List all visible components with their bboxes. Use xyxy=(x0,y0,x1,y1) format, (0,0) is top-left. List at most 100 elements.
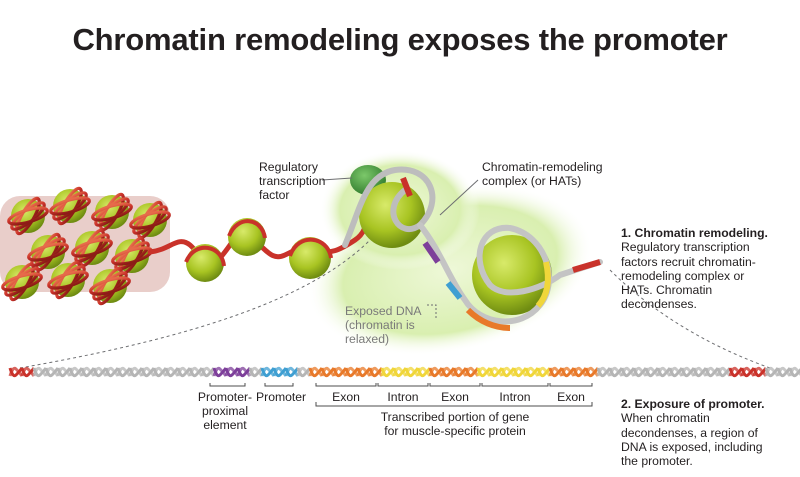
helix-turn xyxy=(680,366,696,377)
helix-turn xyxy=(620,366,636,377)
helix-turn xyxy=(296,366,312,377)
helix-turn xyxy=(548,366,564,377)
helix-turn xyxy=(692,366,708,377)
helix-turn xyxy=(524,366,540,377)
helix-turn xyxy=(452,366,468,377)
helix-turn xyxy=(140,366,156,377)
beads-on-string xyxy=(147,197,375,282)
step-1-heading: 1. Chromatin remodeling. xyxy=(621,226,768,240)
helix-turn xyxy=(596,366,612,377)
helix-turn xyxy=(704,366,720,377)
remodeled-nucleosomes xyxy=(342,166,603,331)
helix-turn xyxy=(104,366,120,377)
label-exon-2: Exon xyxy=(441,390,469,404)
helix-turn xyxy=(392,366,408,377)
helix-turn xyxy=(464,366,480,377)
condensed-nucleosome xyxy=(89,266,131,306)
helix-turn xyxy=(536,366,552,377)
helix-turn xyxy=(416,366,432,377)
helix-turn xyxy=(176,366,192,377)
helix-turn xyxy=(644,366,660,377)
helix-turn xyxy=(56,366,72,377)
label-intron-2: Intron xyxy=(499,390,531,404)
helix-turn xyxy=(68,366,84,377)
condensed-nucleosome xyxy=(129,200,171,240)
nucleosome xyxy=(228,218,266,256)
helix-turn xyxy=(776,366,792,377)
helix-turn xyxy=(116,366,132,377)
helix-turn xyxy=(164,366,180,377)
segment-brackets xyxy=(209,383,593,407)
helix-turn xyxy=(224,366,240,377)
nucleosome xyxy=(472,235,552,315)
helix-turn xyxy=(308,366,324,377)
helix-turn xyxy=(332,366,348,377)
condensed-nucleosome xyxy=(1,262,43,302)
helix-turn xyxy=(44,366,60,377)
helix-turn xyxy=(656,366,672,377)
helix-turn xyxy=(572,366,588,377)
nucleosome xyxy=(289,237,331,279)
helix-turn xyxy=(584,366,600,377)
leader-lines xyxy=(19,177,771,369)
helix-turn xyxy=(32,366,48,377)
label-promoter: Promoter xyxy=(256,390,307,404)
label-exon-1: Exon xyxy=(332,390,360,404)
helix-turn xyxy=(212,366,228,377)
helix-turn xyxy=(8,366,24,377)
condensed-nucleosome xyxy=(7,196,49,236)
helix-turn xyxy=(500,366,516,377)
helix-turn xyxy=(272,366,288,377)
helix-turn xyxy=(788,366,800,377)
exposed-dna-strand xyxy=(8,366,800,378)
helix-turn xyxy=(200,366,216,377)
helix-turn xyxy=(488,366,504,377)
step-2-heading: 2. Exposure of promoter. xyxy=(621,397,765,411)
helix-turn xyxy=(512,366,528,377)
helix-turn xyxy=(752,366,768,377)
helix-turn xyxy=(188,366,204,377)
helix-turn xyxy=(20,366,36,377)
helix-turn xyxy=(320,366,336,377)
step-2-exposure-of-promoter: 2. Exposure of promoter. When chromatin … xyxy=(621,397,791,468)
helix-turn xyxy=(740,366,756,377)
helix-turn xyxy=(764,366,780,377)
helix-turn xyxy=(440,366,456,377)
helix-turn xyxy=(128,366,144,377)
helix-turn xyxy=(368,366,384,377)
helix-turn xyxy=(236,366,252,377)
helix-turn xyxy=(248,366,264,377)
label-promoter-proximal-element: Promoter- proximal element xyxy=(197,390,253,432)
helix-turn xyxy=(284,366,300,377)
helix-turn xyxy=(152,366,168,377)
label-regulatory-transcription-factor: Regulatory transcription factor xyxy=(259,160,326,202)
label-exon-3: Exon xyxy=(557,390,585,404)
helix-turn xyxy=(716,366,732,377)
label-intron-1: Intron xyxy=(387,390,419,404)
condensed-nucleosome xyxy=(49,186,91,226)
step-1-chromatin-remodeling: 1. Chromatin remodeling. Regulatory tran… xyxy=(621,226,791,312)
helix-turn xyxy=(380,366,396,377)
condensed-nucleosome xyxy=(71,228,113,268)
nucleosome xyxy=(186,244,224,282)
helix-turn xyxy=(344,366,360,377)
label-exposed-dna: Exposed DNA (chromatin is relaxed) xyxy=(345,304,422,346)
label-transcribed-portion: Transcribed portion of gene for muscle-s… xyxy=(380,410,530,438)
helix-turn xyxy=(632,366,648,377)
helix-turn xyxy=(476,366,492,377)
helix-turn xyxy=(80,366,96,377)
helix-turn xyxy=(608,366,624,377)
helix-turn xyxy=(356,366,372,377)
condensed-nucleosome xyxy=(47,260,89,300)
helix-turn xyxy=(728,366,744,377)
diagram-title: Chromatin remodeling exposes the promote… xyxy=(72,22,728,57)
condensed-chromatin xyxy=(0,186,171,306)
helix-turn xyxy=(668,366,684,377)
helix-turn xyxy=(92,366,108,377)
helix-turn xyxy=(560,366,576,377)
condensed-nucleosome xyxy=(91,192,133,232)
helix-turn xyxy=(404,366,420,377)
helix-turn xyxy=(428,366,444,377)
helix-turn xyxy=(260,366,276,377)
